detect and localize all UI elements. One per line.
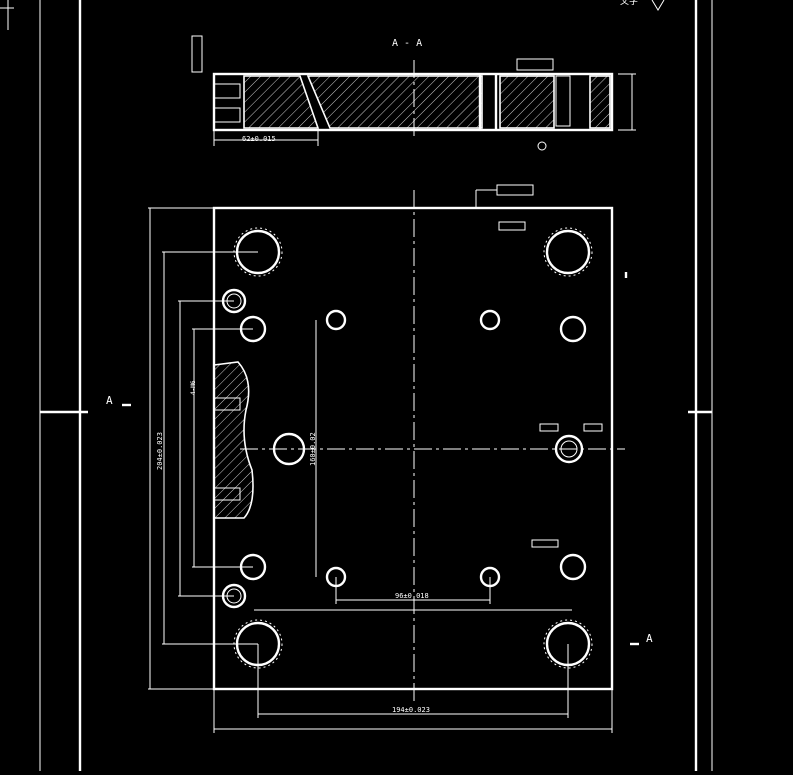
corner-marker (651, 0, 665, 11)
dim-height-outer: 204±0.023 (156, 432, 164, 470)
section-dim-length: 62±0.015 (242, 135, 276, 143)
corner-label: 文字 (620, 0, 638, 7)
section-title: A - A (392, 38, 422, 49)
dim-width-outer: 194±0.023 (392, 706, 430, 714)
plan-section-label-right: A (646, 632, 653, 645)
dim-height-inner: 160±0.02 (309, 432, 317, 466)
section-view (191, 35, 636, 151)
dim-width-inner: 96±0.018 (395, 592, 429, 600)
drawing-frame (39, 0, 713, 771)
hole-note: 4-M6 (190, 380, 197, 395)
ucs-icon (0, 0, 14, 30)
plan-view (148, 184, 628, 733)
plan-section-label-left: A (106, 394, 113, 407)
